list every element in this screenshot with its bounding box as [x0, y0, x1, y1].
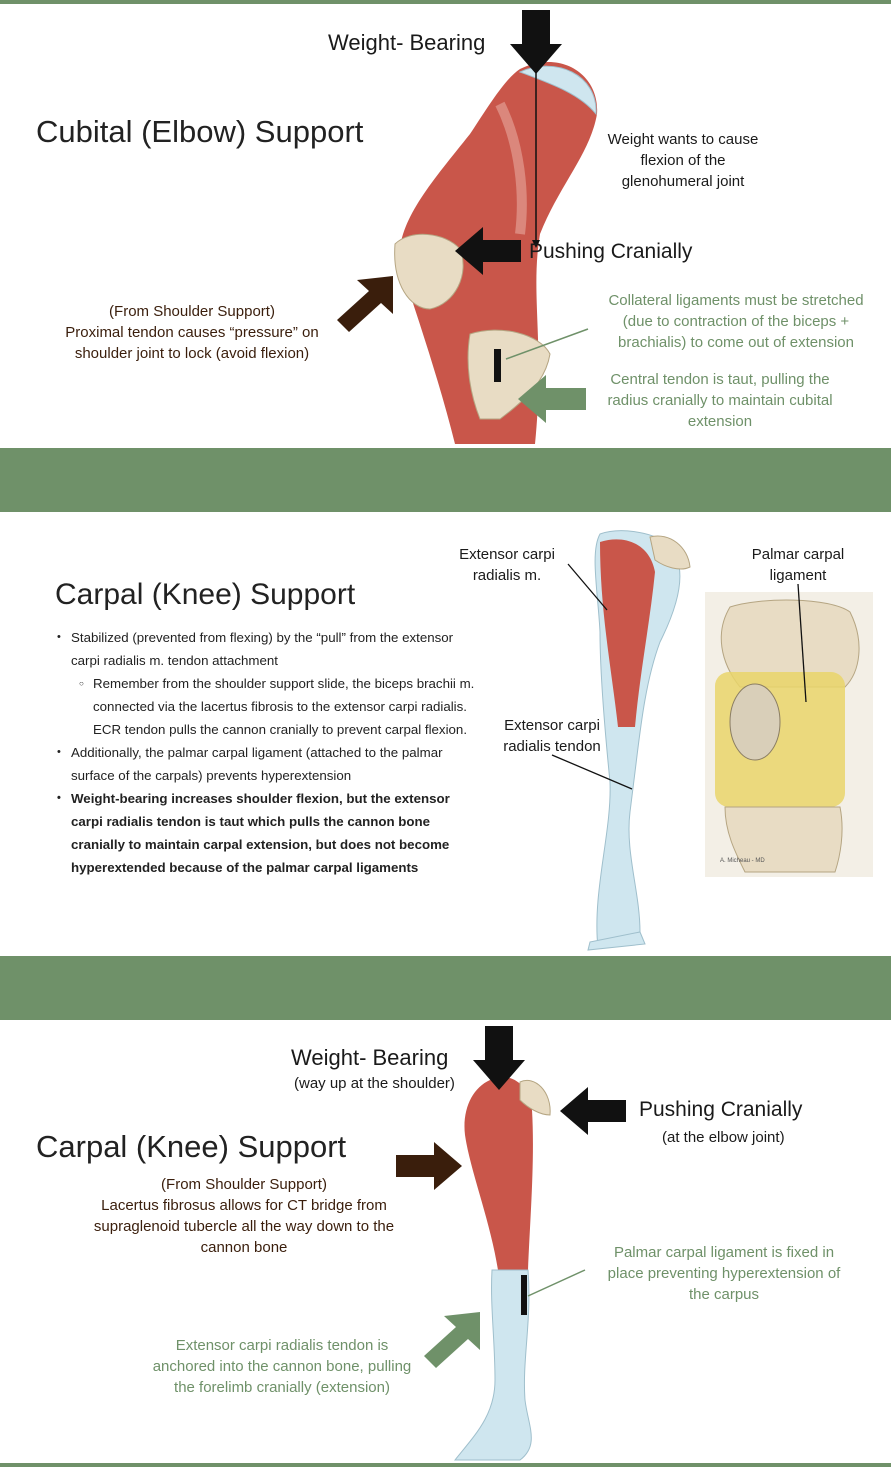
support-bullet-list: Stabilized (prevented from flexing) by t… — [57, 626, 481, 879]
slide-title: Cubital (Elbow) Support — [36, 114, 364, 149]
slide-title: Carpal (Knee) Support — [36, 1129, 347, 1164]
list-item: Stabilized (prevented from flexing) by t… — [57, 626, 481, 672]
pushing-cranially-label: Pushing Cranially — [529, 240, 693, 263]
shoulder-support-note: (From Shoulder Support) Lacertus fibrosu… — [93, 1176, 395, 1256]
weight-note: Weight wants to cause flexion of the gle… — [607, 131, 759, 190]
list-item: Additionally, the palmar carpal ligament… — [57, 741, 481, 787]
diagonal-arrow-icon — [337, 276, 393, 332]
down-arrow-icon — [510, 10, 562, 74]
slide-title: Carpal (Knee) Support — [55, 578, 356, 611]
weight-bearing-label: Weight- Bearing — [291, 1045, 449, 1070]
collateral-ligaments-note: Collateral ligaments must be stretched (… — [608, 292, 864, 351]
left-arrow-green-icon — [518, 375, 586, 423]
forelimb-full-illustration — [453, 1076, 586, 1461]
top-border — [0, 0, 891, 4]
down-arrow-icon — [473, 1026, 525, 1090]
diagonal-arrow-green-icon — [424, 1312, 480, 1368]
ecr-muscle-label: Extensor carpi radialis m. — [459, 546, 555, 584]
pushing-cranially-label: Pushing Cranially — [639, 1098, 803, 1121]
left-arrow-icon — [560, 1087, 626, 1135]
weight-bearing-label: Weight- Bearing — [328, 30, 486, 55]
right-arrow-icon — [396, 1142, 462, 1190]
shoulder-support-note: (From Shoulder Support) Proximal tendon … — [65, 303, 319, 362]
bottom-border — [0, 1463, 891, 1467]
slide-cubital-support: Weight- Bearing Cubital (Elbow) Support … — [0, 4, 891, 448]
ecr-tendon-label: Extensor carpi radialis tendon — [503, 717, 601, 755]
image-credit: A. Micheau - MD — [720, 858, 765, 864]
list-item: Remember from the shoulder support slide… — [57, 672, 481, 741]
pushing-cranially-sublabel: (at the elbow joint) — [662, 1129, 785, 1146]
divider-band — [0, 956, 891, 1020]
list-item: Weight-bearing increases shoulder flexio… — [57, 787, 481, 879]
slide-carpal-support-2: Weight- Bearing (way up at the shoulder)… — [0, 1020, 891, 1463]
slide-carpal-support-1: A. Micheau - MD Carpal (Knee) Support Ex… — [0, 512, 891, 956]
central-tendon-note: Central tendon is taut, pulling the radi… — [607, 371, 833, 430]
ecr-tendon-note: Extensor carpi radialis tendon is anchor… — [152, 1337, 412, 1396]
palmar-carpal-label: Palmar carpal ligament — [751, 546, 845, 584]
weight-bearing-sublabel: (way up at the shoulder) — [294, 1075, 455, 1092]
palmar-carpal-note: Palmar carpal ligament is fixed in place… — [607, 1244, 841, 1303]
left-arrow-icon — [455, 227, 521, 275]
forelimb-muscle-illustration — [551, 530, 873, 951]
divider-band — [0, 448, 891, 512]
